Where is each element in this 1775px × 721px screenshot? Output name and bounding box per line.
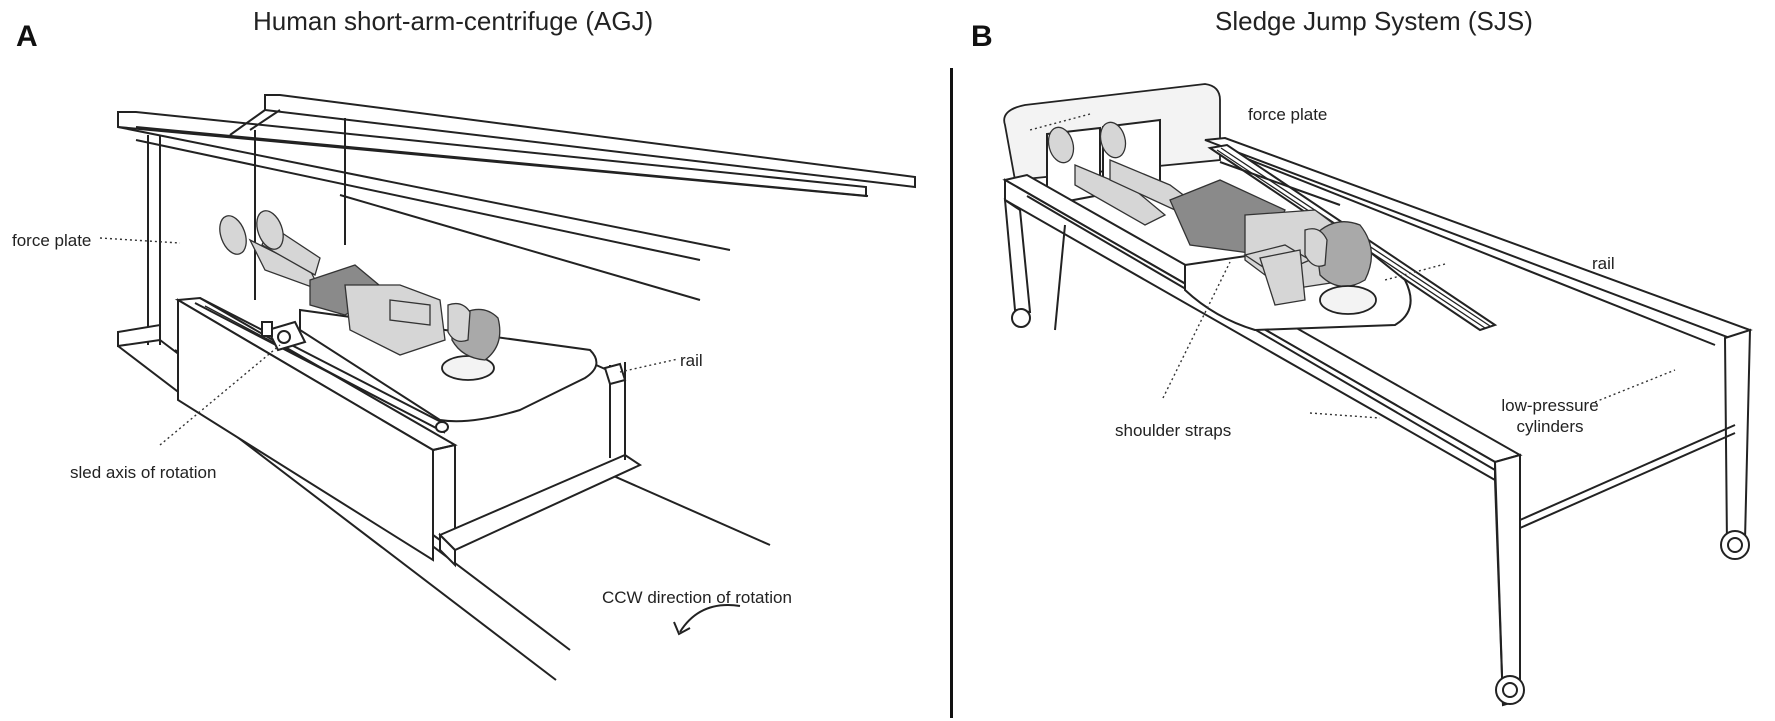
leader-force-plate-a [99, 237, 181, 244]
centrifuge-frame-posts [147, 118, 346, 345]
label-ccw: CCW direction of rotation [602, 588, 792, 607]
panel-b-title: Sledge Jump System (SJS) [1215, 6, 1533, 36]
panel-a-letter: A [16, 20, 38, 53]
label-shoulder-straps: shoulder straps [1115, 421, 1232, 440]
subject-figure-b [1047, 121, 1377, 315]
ccw-arrow-icon [679, 604, 741, 633]
leader-rail-a [619, 358, 679, 373]
panel-divider [950, 68, 953, 718]
panel-b-sledge: B Sledge Jump System (SJS) [955, 0, 1775, 721]
centrifuge-illustration [99, 94, 916, 681]
leader-rail-b [1384, 263, 1446, 281]
sled-axis-block [261, 320, 307, 352]
centrifuge-sled-box [174, 296, 643, 568]
leader-sled-axis [159, 344, 281, 446]
leader-low-pressure-left [1309, 412, 1381, 419]
label-rail-a: rail [680, 351, 703, 370]
sledge-illustration [1002, 83, 1753, 707]
label-low-pressure-cylinders: low-pressure cylinders [1490, 395, 1610, 438]
subject-figure [219, 210, 501, 381]
panel-a-centrifuge: A Human short-arm-centrifuge (AGJ) [12, 6, 916, 681]
label-force-plate-a: force plate [12, 231, 92, 250]
label-force-plate-b: force plate [1248, 105, 1328, 124]
leader-shoulder-straps [1162, 261, 1231, 399]
label-sled-axis: sled axis of rotation [70, 463, 217, 482]
label-rail-b: rail [1592, 254, 1615, 273]
leader-force-plate-b [1029, 113, 1091, 131]
panel-a-title: Human short-arm-centrifuge (AGJ) [253, 6, 654, 36]
label-low-pressure-line2: cylinders [1516, 417, 1584, 437]
panel-b-letter: B [971, 20, 993, 53]
label-low-pressure-line1: low-pressure [1501, 396, 1599, 415]
centrifuge-rails [194, 297, 627, 434]
leader-low-pressure-right [1594, 369, 1676, 403]
ccw-arrowhead-icon [673, 621, 691, 636]
centrifuge-arm [117, 94, 916, 301]
